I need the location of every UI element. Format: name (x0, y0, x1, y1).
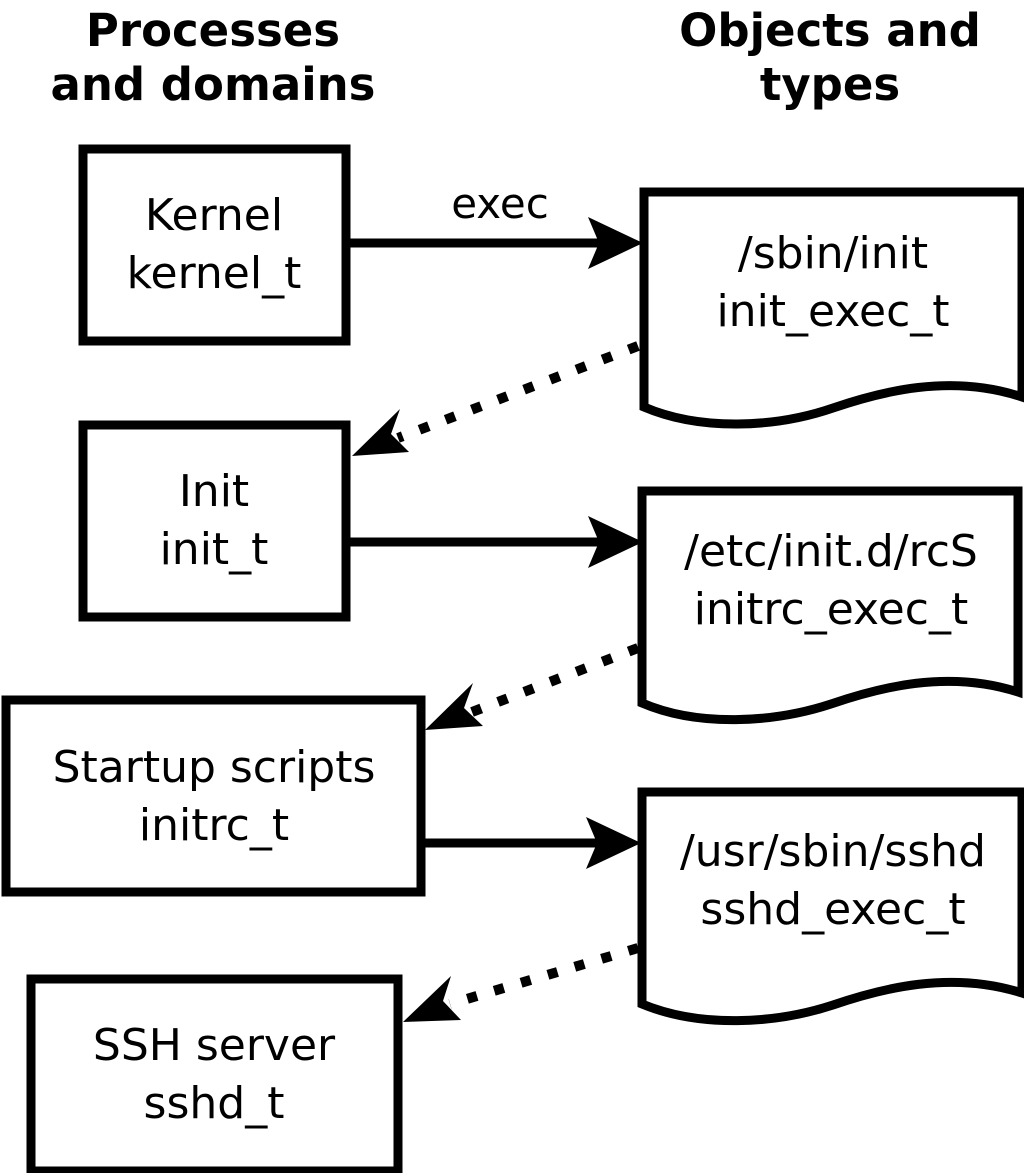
object-node-initrc_exec-line1: /etc/init.d/rcS (684, 526, 978, 577)
object-node-sshd_exec[interactable]: /usr/sbin/sshd sshd_exec_t (637, 787, 1024, 1026)
process-node-init-line1: Init (179, 466, 249, 517)
column-header-processes-line2: and domains (51, 58, 376, 111)
column-header-processes-line1: Processes (86, 4, 340, 57)
object-node-init_exec-document[interactable] (639, 187, 1024, 429)
column-header-processes: Processes and domains (51, 4, 376, 111)
arrowhead-init-initrc_exec (588, 516, 643, 568)
object-node-init_exec-line1: /sbin/init (738, 228, 928, 279)
column-header-objects-line2: types (760, 58, 900, 111)
process-node-init-line2: init_t (160, 524, 269, 575)
process-node-init-box[interactable] (78, 420, 351, 622)
arrowhead-init_exec-init (352, 409, 409, 456)
object-node-initrc_exec[interactable]: /etc/init.d/rcS initrc_exec_t (637, 486, 1023, 725)
column-header-objects-line1: Objects and (679, 4, 981, 57)
edge-init-exec-initrc_exec (350, 516, 643, 568)
edge-line-sshd_exec-sshd (448, 943, 640, 1009)
column-header-objects: Objects and types (679, 4, 981, 111)
edge-initrc_exec-transition-initrc (425, 643, 640, 730)
process-node-kernel-box[interactable] (78, 144, 351, 346)
process-node-sshd-line1: SSH server (93, 1020, 336, 1071)
process-node-init[interactable]: Init init_t (78, 420, 351, 622)
arrowhead-initrc_exec-initrc (425, 683, 483, 730)
object-node-sshd_exec-line1: /usr/sbin/sshd (680, 826, 986, 877)
object-node-initrc_exec-document[interactable] (637, 486, 1023, 725)
edge-line-init_exec-init (396, 341, 640, 443)
object-node-init_exec[interactable]: /sbin/init init_exec_t (639, 187, 1024, 429)
process-node-initrc-line2: initrc_t (139, 800, 289, 851)
edge-label-exec: exec (451, 179, 549, 228)
arrowhead-initrc-sshd_exec (586, 817, 641, 869)
process-node-sshd-line2: sshd_t (144, 1078, 285, 1129)
process-node-initrc-line1: Startup scripts (53, 742, 376, 793)
object-node-init_exec-line2: init_exec_t (716, 286, 949, 337)
edge-initrc-exec-sshd_exec (425, 817, 641, 869)
process-node-initrc-box[interactable] (1, 695, 426, 897)
edge-init_exec-transition-init (352, 341, 640, 456)
object-node-initrc_exec-line2: initrc_exec_t (694, 584, 968, 635)
process-node-initrc[interactable]: Startup scripts initrc_t (1, 695, 426, 897)
arrowhead-kernel-init_exec (588, 217, 643, 269)
edge-kernel-exec-init_exec: exec (350, 179, 643, 269)
process-node-kernel-line1: Kernel (145, 190, 283, 241)
process-node-sshd-box[interactable] (26, 974, 403, 1173)
edge-line-initrc_exec-initrc (470, 643, 640, 717)
object-node-sshd_exec-document[interactable] (637, 787, 1024, 1026)
object-node-sshd_exec-line2: sshd_exec_t (700, 884, 965, 935)
edge-sshd_exec-transition-sshd (403, 943, 640, 1022)
process-node-sshd[interactable]: SSH server sshd_t (26, 974, 403, 1173)
process-node-kernel[interactable]: Kernel kernel_t (78, 144, 351, 346)
arrowhead-sshd_exec-sshd (403, 976, 461, 1022)
process-node-kernel-line2: kernel_t (127, 248, 302, 299)
